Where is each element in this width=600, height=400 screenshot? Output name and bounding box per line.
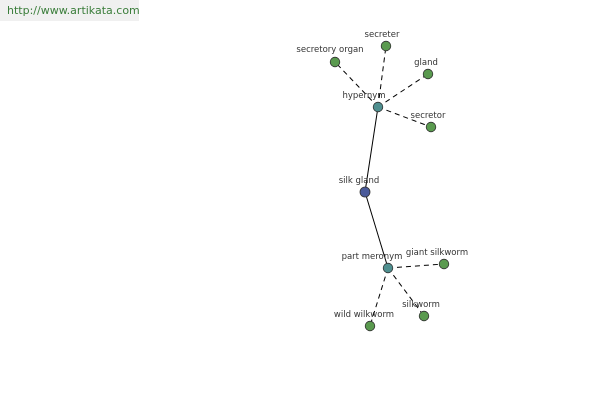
node-secreter-label[interactable]: secreter — [365, 30, 400, 40]
center-node-silk-gland-marker[interactable] — [359, 186, 371, 198]
node-secretory-organ[interactable]: secretory organ — [296, 45, 364, 68]
node-secretor-label[interactable]: secretor — [411, 111, 446, 121]
relation-node-hypernym-label[interactable]: hypernym — [342, 91, 385, 101]
node-wild-wilkworm-marker[interactable] — [364, 320, 376, 332]
node-secreter[interactable]: secreter — [365, 30, 400, 52]
node-secreter-marker[interactable] — [380, 40, 392, 52]
relation-node-hypernym[interactable]: hypernym — [342, 91, 386, 113]
node-giant-silkworm-marker[interactable] — [438, 258, 450, 270]
node-secretor[interactable]: secretor — [411, 111, 446, 133]
center-node-silk-gland[interactable]: silk gland — [339, 176, 380, 198]
edge-hypernym-to-gland — [377, 73, 429, 108]
site-url[interactable]: http://www.artikata.com — [0, 0, 140, 21]
edge-hypernym-to-secreter — [377, 45, 387, 108]
edge-hypernym-to-secretor — [377, 106, 432, 128]
graph-edges — [334, 45, 445, 327]
relation-node-part-meronym-marker[interactable] — [382, 262, 394, 274]
relation-node-part-meronym[interactable]: part meronym — [342, 252, 403, 274]
relation-node-part-meronym-label[interactable]: part meronym — [342, 252, 403, 262]
node-gland-marker[interactable] — [422, 68, 434, 80]
edge-hypernym-to-secretory-organ — [334, 61, 379, 108]
edge-center-to-hypernym — [364, 106, 379, 193]
node-giant-silkworm-label[interactable]: giant silkworm — [406, 248, 468, 258]
edge-part-meronym-to-silkworm — [387, 267, 425, 317]
node-silkworm[interactable]: silkworm — [402, 300, 440, 322]
node-secretor-marker[interactable] — [425, 121, 437, 133]
node-secretory-organ-label[interactable]: secretory organ — [296, 45, 363, 55]
node-giant-silkworm[interactable]: giant silkworm — [406, 248, 468, 270]
center-node-silk-gland-label[interactable]: silk gland — [339, 176, 380, 186]
node-wild-wilkworm[interactable]: wild wilkworm — [334, 310, 394, 332]
edge-part-meronym-to-wild-wilkworm — [369, 267, 389, 327]
node-gland[interactable]: gland — [414, 58, 438, 80]
edge-part-meronym-to-giant-silkworm — [387, 263, 445, 269]
node-silkworm-marker[interactable] — [418, 310, 430, 322]
edge-center-to-part-meronym — [364, 191, 389, 269]
relation-node-hypernym-marker[interactable] — [372, 101, 384, 113]
node-gland-label[interactable]: gland — [414, 58, 438, 68]
node-wild-wilkworm-label[interactable]: wild wilkworm — [334, 310, 394, 320]
node-secretory-organ-marker[interactable] — [329, 56, 341, 68]
node-silkworm-label[interactable]: silkworm — [402, 300, 440, 310]
